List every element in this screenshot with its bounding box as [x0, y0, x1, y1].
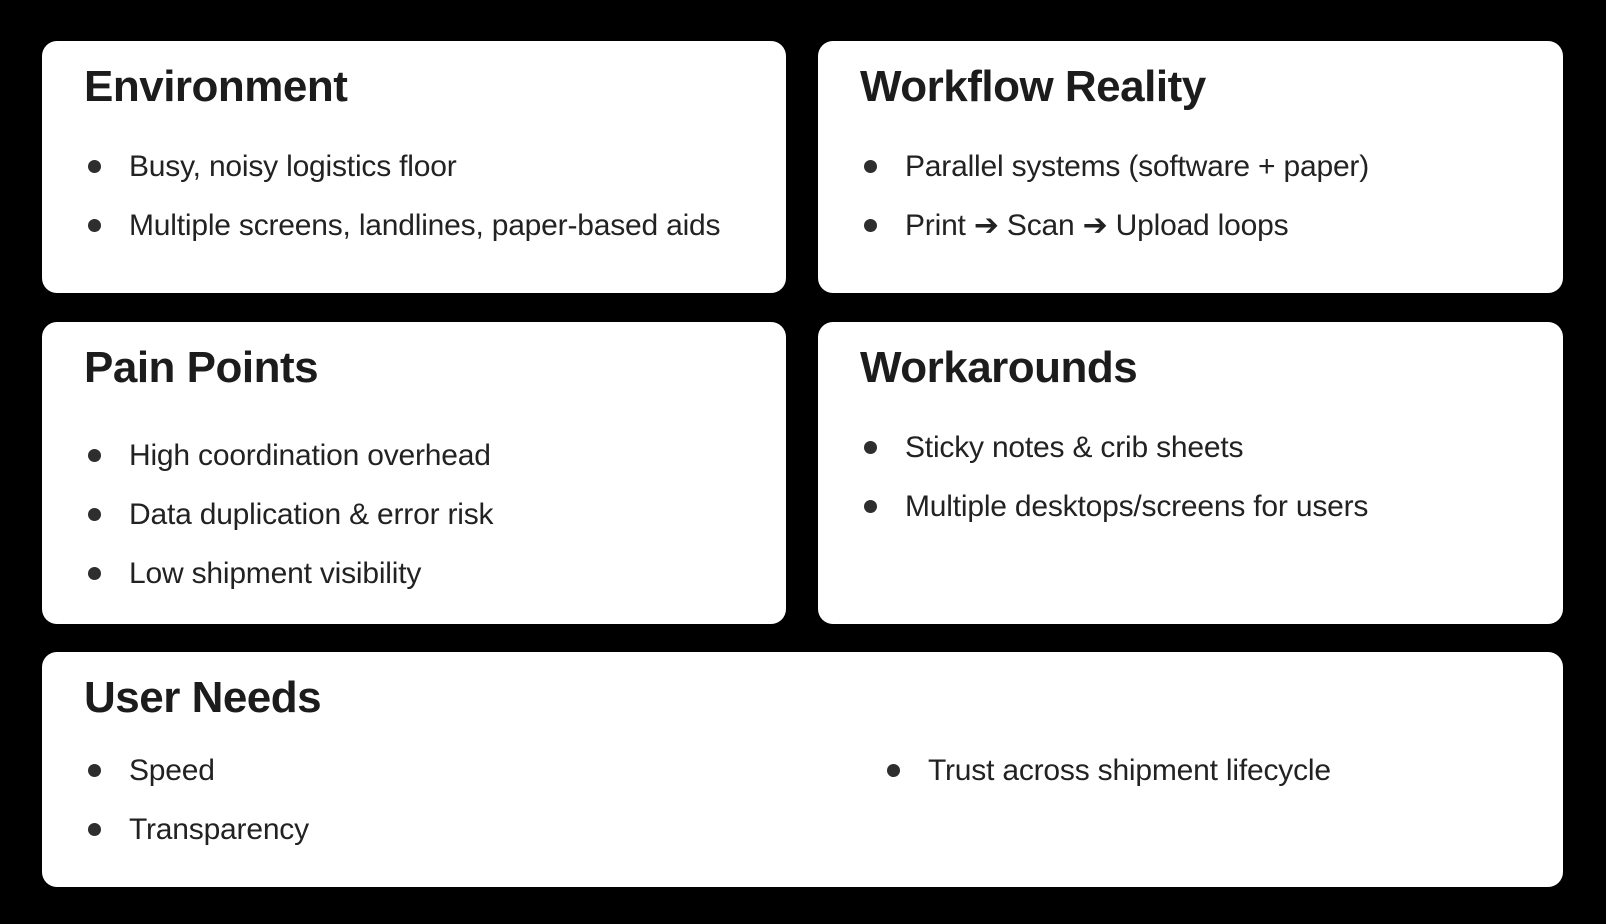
- bullet-dot-icon: [864, 160, 877, 173]
- list-item: Multiple screens, landlines, paper-based…: [84, 196, 744, 255]
- list-item: Busy, noisy logistics floor: [84, 137, 744, 196]
- bullet-text: Busy, noisy logistics floor: [129, 149, 457, 183]
- bullet-text: Parallel systems (software + paper): [905, 149, 1370, 183]
- workarounds-bullet-list: Sticky notes & crib sheets Multiple desk…: [860, 418, 1521, 536]
- user-needs-bullet-list: Speed Trust across shipment lifecycle Tr…: [84, 741, 1521, 859]
- card-title-pain-points: Pain Points: [84, 343, 319, 392]
- list-item: Data duplication & error risk: [84, 485, 744, 544]
- bullet-text: Data duplication & error risk: [129, 497, 494, 531]
- bullet-text: Speed: [129, 753, 215, 787]
- list-item: High coordination overhead: [84, 426, 744, 485]
- bullet-text: Multiple screens, landlines, paper-based…: [129, 208, 721, 242]
- bullet-dot-icon: [88, 219, 101, 232]
- bullet-text: High coordination overhead: [129, 438, 491, 472]
- bullet-text: Sticky notes & crib sheets: [905, 430, 1244, 464]
- list-item: Sticky notes & crib sheets: [860, 418, 1521, 477]
- list-item: Low shipment visibility: [84, 544, 744, 603]
- bullet-dot-icon: [88, 823, 101, 836]
- bullet-dot-icon: [864, 500, 877, 513]
- card-title-user-needs: User Needs: [84, 673, 322, 722]
- list-item: Speed: [84, 741, 883, 800]
- card-environment: Environment Busy, noisy logistics floor …: [42, 41, 786, 293]
- bullet-text: Transparency: [129, 812, 309, 846]
- bullet-text: Low shipment visibility: [129, 556, 422, 590]
- list-item: Multiple desktops/screens for users: [860, 477, 1521, 536]
- card-workarounds: Workarounds Sticky notes & crib sheets M…: [818, 322, 1563, 624]
- card-title-environment: Environment: [84, 62, 348, 111]
- bullet-dot-icon: [88, 567, 101, 580]
- bullet-dot-icon: [88, 764, 101, 777]
- bullet-dot-icon: [88, 160, 101, 173]
- bullet-text: Multiple desktops/screens for users: [905, 489, 1369, 523]
- list-item: Transparency: [84, 800, 883, 859]
- workflow-reality-bullet-list: Parallel systems (software + paper) Prin…: [860, 137, 1521, 255]
- list-item: Parallel systems (software + paper): [860, 137, 1521, 196]
- pain-points-bullet-list: High coordination overhead Data duplicat…: [84, 426, 744, 603]
- bullet-dot-icon: [88, 508, 101, 521]
- bullet-dot-icon: [864, 219, 877, 232]
- bullet-dot-icon: [88, 449, 101, 462]
- card-title-workflow-reality: Workflow Reality: [860, 62, 1206, 111]
- bullet-dot-icon: [864, 441, 877, 454]
- card-title-workarounds: Workarounds: [860, 343, 1138, 392]
- list-item: Print ➔ Scan ➔ Upload loops: [860, 196, 1521, 255]
- card-workflow-reality: Workflow Reality Parallel systems (softw…: [818, 41, 1563, 293]
- environment-bullet-list: Busy, noisy logistics floor Multiple scr…: [84, 137, 744, 255]
- card-user-needs: User Needs Speed Trust across shipment l…: [42, 652, 1563, 887]
- card-pain-points: Pain Points High coordination overhead D…: [42, 322, 786, 624]
- bullet-text: Print ➔ Scan ➔ Upload loops: [905, 209, 1289, 242]
- bullet-dot-icon: [887, 764, 900, 777]
- list-item: Trust across shipment lifecycle: [883, 741, 1521, 800]
- bullet-text: Trust across shipment lifecycle: [928, 753, 1331, 787]
